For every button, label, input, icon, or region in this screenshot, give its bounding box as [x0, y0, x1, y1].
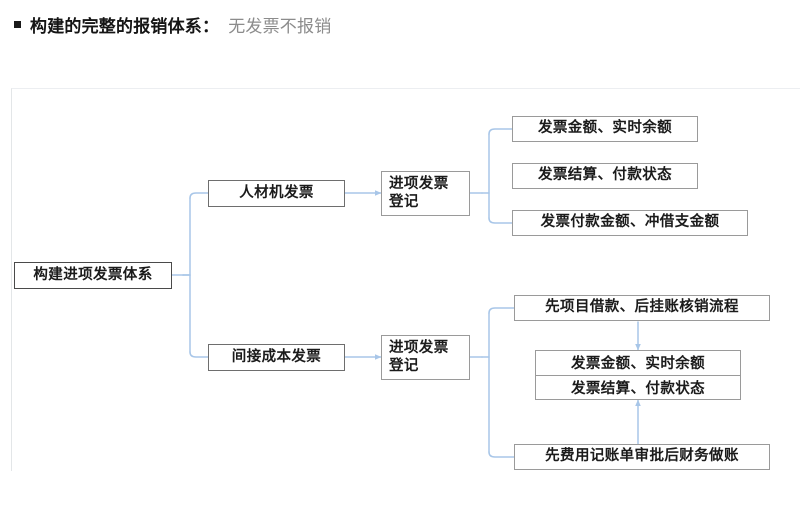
page-title: 构建的完整的报销体系： 无发票不报销 — [14, 12, 331, 37]
node-output-1-2[interactable]: 发票结算、付款状态 — [512, 163, 698, 189]
page-title-main: 构建的完整的报销体系： — [30, 17, 220, 36]
node-process-1-line1: 进项发票 — [389, 175, 449, 192]
node-process-2[interactable]: 进项发票 登记 — [381, 335, 470, 380]
node-root[interactable]: 构建进项发票体系 — [14, 262, 172, 289]
square-bullet-icon — [14, 21, 21, 28]
node-stacked-pair[interactable]: 发票金额、实时余额 发票结算、付款状态 — [535, 350, 741, 400]
node-output-2-2[interactable]: 先费用记账单审批后财务做账 — [514, 444, 770, 470]
node-branch-2[interactable]: 间接成本发票 — [208, 344, 345, 371]
page-title-sub: 无发票不报销 — [228, 17, 332, 36]
node-output-2-1[interactable]: 先项目借款、后挂账核销流程 — [514, 295, 770, 321]
node-branch-1[interactable]: 人材机发票 — [208, 180, 345, 207]
node-process-2-line1: 进项发票 — [389, 339, 449, 356]
node-stacked-row-1[interactable]: 发票金额、实时余额 — [570, 356, 706, 373]
node-output-1-3[interactable]: 发票付款金额、冲借支金额 — [512, 210, 748, 236]
node-process-2-line2: 登记 — [389, 357, 419, 374]
node-process-1-line2: 登记 — [389, 193, 419, 210]
node-output-1-1[interactable]: 发票金额、实时余额 — [512, 116, 698, 142]
node-process-1[interactable]: 进项发票 登记 — [381, 171, 470, 216]
node-stacked-row-2[interactable]: 发票结算、付款状态 — [536, 374, 740, 400]
diagram-frame — [11, 88, 800, 471]
